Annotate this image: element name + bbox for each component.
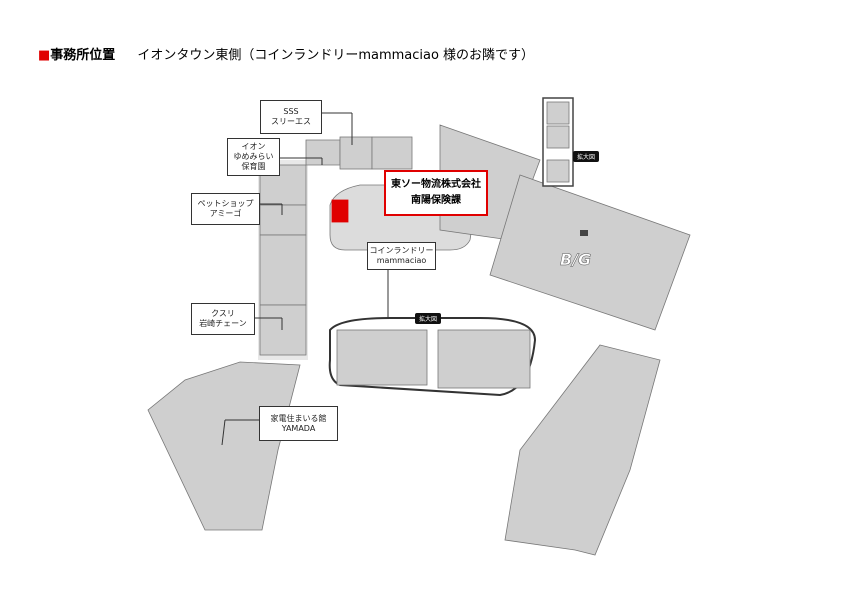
store-22	[546, 159, 570, 183]
zoom-tag: 拡大図	[415, 313, 442, 324]
office-department: 南陽保険課	[411, 195, 461, 206]
callout-line: コインランドリー	[369, 246, 434, 255]
store-10	[259, 234, 307, 306]
title-location: イオンタウン東側（コインランドリーmammaciao 様のお隣です）	[137, 48, 535, 63]
store-14	[339, 136, 373, 170]
stores-west-island	[336, 329, 428, 386]
store-12	[259, 164, 307, 206]
callout-line: 保育園	[241, 162, 266, 171]
callout-line: SSS	[283, 107, 299, 116]
title-label: 事務所位置	[50, 48, 116, 63]
callout-line: YAMADA	[281, 423, 316, 433]
bg-logo: B/G	[560, 250, 591, 269]
store-11	[259, 204, 307, 236]
callout-line: 岩崎チェーン	[199, 319, 247, 328]
store-15top	[305, 139, 341, 166]
office-location	[331, 199, 349, 223]
callout-line: イオン	[241, 142, 266, 151]
stores-2-6	[504, 344, 661, 556]
page-title: ■事務所位置 イオンタウン東側（コインランドリーmammaciao 様のお隣です）	[38, 44, 534, 63]
red-square-marker: ■	[38, 48, 51, 63]
callout-kusuri: クスリ岩崎チェーン	[191, 303, 255, 335]
stores-east-island	[437, 329, 531, 389]
office-callout: 東ソー物流株式会社 南陽保険課	[384, 170, 488, 216]
store-8-yamada	[147, 361, 301, 531]
store-21	[546, 125, 570, 149]
store-9	[259, 304, 307, 356]
callout-line: ゆめみらい	[233, 152, 274, 161]
office-name: 東ソー物流株式会社	[391, 179, 481, 190]
store-1	[489, 174, 691, 331]
store-labels	[580, 230, 588, 236]
store-15	[371, 136, 413, 170]
callout-line: mammaciao	[376, 256, 427, 265]
callout-line: スリーエス	[271, 117, 311, 126]
callout-line: アミーゴ	[209, 209, 242, 218]
callout-pet-shop: ペットショップアミーゴ	[191, 193, 260, 225]
callout-aeon-nursery: イオンゆめみらい保育園	[227, 138, 280, 176]
callout-line: 家電住まいる館	[270, 413, 327, 423]
callout-line: ペットショップ	[197, 199, 254, 208]
callout-line: クスリ	[211, 309, 235, 318]
zoom-tag: 拡大図	[573, 151, 600, 162]
store-top	[546, 101, 570, 125]
